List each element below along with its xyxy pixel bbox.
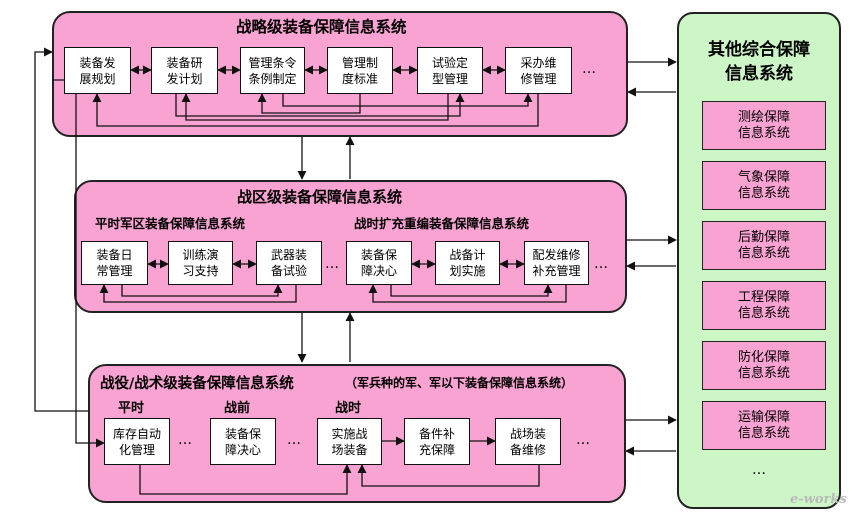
node-issue-repair-supply: 配发维修 补充管理 — [524, 241, 589, 285]
node-support-decision: 装备保 障决心 — [346, 241, 412, 285]
theater-more-end: … — [594, 256, 609, 272]
node-prewar-support-decision: 装备保 障决心 — [210, 418, 276, 465]
side-item-engineering: 工程保障 信息系统 — [702, 281, 826, 330]
strategic-more: … — [582, 61, 597, 77]
side-item-transportation: 运输保障 信息系统 — [702, 401, 826, 450]
theater-war-label: 战时扩充重编装备保障信息系统 — [354, 216, 530, 231]
phase-label-wartime: 战时 — [335, 401, 362, 416]
node-battlefield-equipment: 实施战 场装备 — [317, 418, 382, 465]
side-more: … — [752, 462, 767, 478]
node-readiness-plan: 战备计 划实施 — [435, 241, 500, 285]
other-title: 其他综合保障 信息系统 — [708, 40, 810, 84]
node-battlefield-repair: 战场装 备维修 — [495, 418, 561, 465]
node-test-type-approval: 试验定 型管理 — [417, 47, 483, 94]
watermark-logo: e-works — [790, 492, 847, 507]
node-routine-management: 装备日 常管理 — [81, 241, 148, 285]
node-spare-parts-supply: 备件补 充保障 — [404, 418, 470, 465]
tactical-more-1: … — [178, 432, 193, 448]
node-regulation-formulation: 管理条令 条例制定 — [240, 47, 305, 94]
theater-peace-label: 平时军区装备保障信息系统 — [95, 216, 246, 231]
theater-title: 战区级装备保障信息系统 — [237, 188, 403, 206]
node-equipment-development-planning: 装备发 展规划 — [64, 47, 131, 94]
node-procurement-maintenance: 采办维 修管理 — [505, 47, 572, 94]
phase-label-prewar: 战前 — [224, 401, 251, 416]
side-item-surveying: 测绘保障 信息系统 — [702, 101, 826, 150]
side-item-logistics: 后勤保障 信息系统 — [702, 221, 826, 270]
strategic-title: 战略级装备保障信息系统 — [236, 18, 407, 36]
tactical-more-2: … — [287, 432, 302, 448]
side-item-chemical-defense: 防化保障 信息系统 — [702, 341, 826, 390]
phase-label-peacetime: 平时 — [118, 401, 145, 416]
node-equipment-rd-plan: 装备研 发计划 — [151, 47, 218, 94]
side-item-meteorology: 气象保障 信息系统 — [702, 161, 826, 210]
tactical-title: 战役/战术级装备保障信息系统 — [100, 376, 294, 392]
node-inventory-automation: 库存自动 化管理 — [104, 418, 170, 465]
node-management-standards: 管理制 度标准 — [327, 47, 393, 94]
tactical-subtitle: （军兵种的军、军以下装备保障信息系统） — [345, 376, 574, 390]
tactical-more-3: … — [576, 432, 591, 448]
theater-more-mid: … — [325, 256, 340, 272]
node-training-support: 训练演 习支持 — [168, 241, 233, 285]
node-weapon-testing: 武器装 备试验 — [256, 241, 322, 285]
